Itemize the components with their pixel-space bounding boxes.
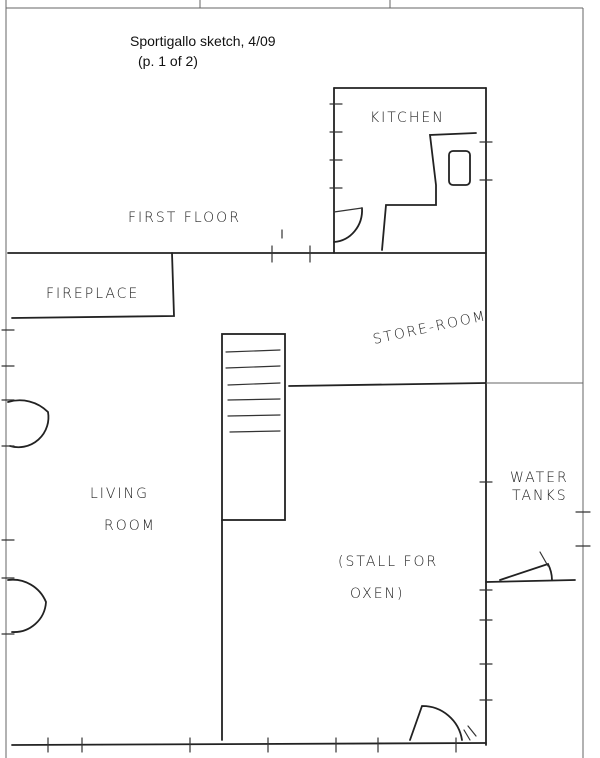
page-border: [5, 0, 584, 758]
stall-door: [409, 705, 477, 741]
first-floor-label: FIRST FLOOR: [128, 210, 241, 226]
sketch-title: Sportigallo sketch, 4/09: [130, 33, 276, 49]
water-tanks-label-line1: WATER: [510, 470, 569, 486]
fireplace: [11, 252, 175, 319]
stall-label-line2: OXEN): [350, 586, 405, 602]
staircase: [221, 333, 286, 521]
bottom-wall-ticks: [47, 737, 457, 753]
kitchen-door-swing: [333, 207, 363, 243]
interior-walls: [11, 382, 583, 746]
fireplace-label: FIREPLACE: [46, 286, 139, 302]
stall-label-line1: (STALL FOR: [338, 554, 438, 570]
sketch-page-number: (p. 1 of 2): [138, 53, 198, 69]
water-tanks-label-line2: TANKS: [512, 488, 568, 504]
living-room-label-line1: LIVING: [90, 486, 149, 502]
store-room-label: STORE-ROOM: [372, 308, 489, 348]
kitchen-walls: [329, 87, 493, 746]
kitchen-counter: [381, 132, 477, 251]
living-room-label-line2: ROOM: [104, 518, 156, 534]
first-floor-wall: [7, 229, 487, 263]
left-exterior-wall: [1, 329, 50, 635]
kitchen-label: KITCHEN: [370, 110, 445, 126]
right-exterior-wall: [479, 481, 591, 701]
